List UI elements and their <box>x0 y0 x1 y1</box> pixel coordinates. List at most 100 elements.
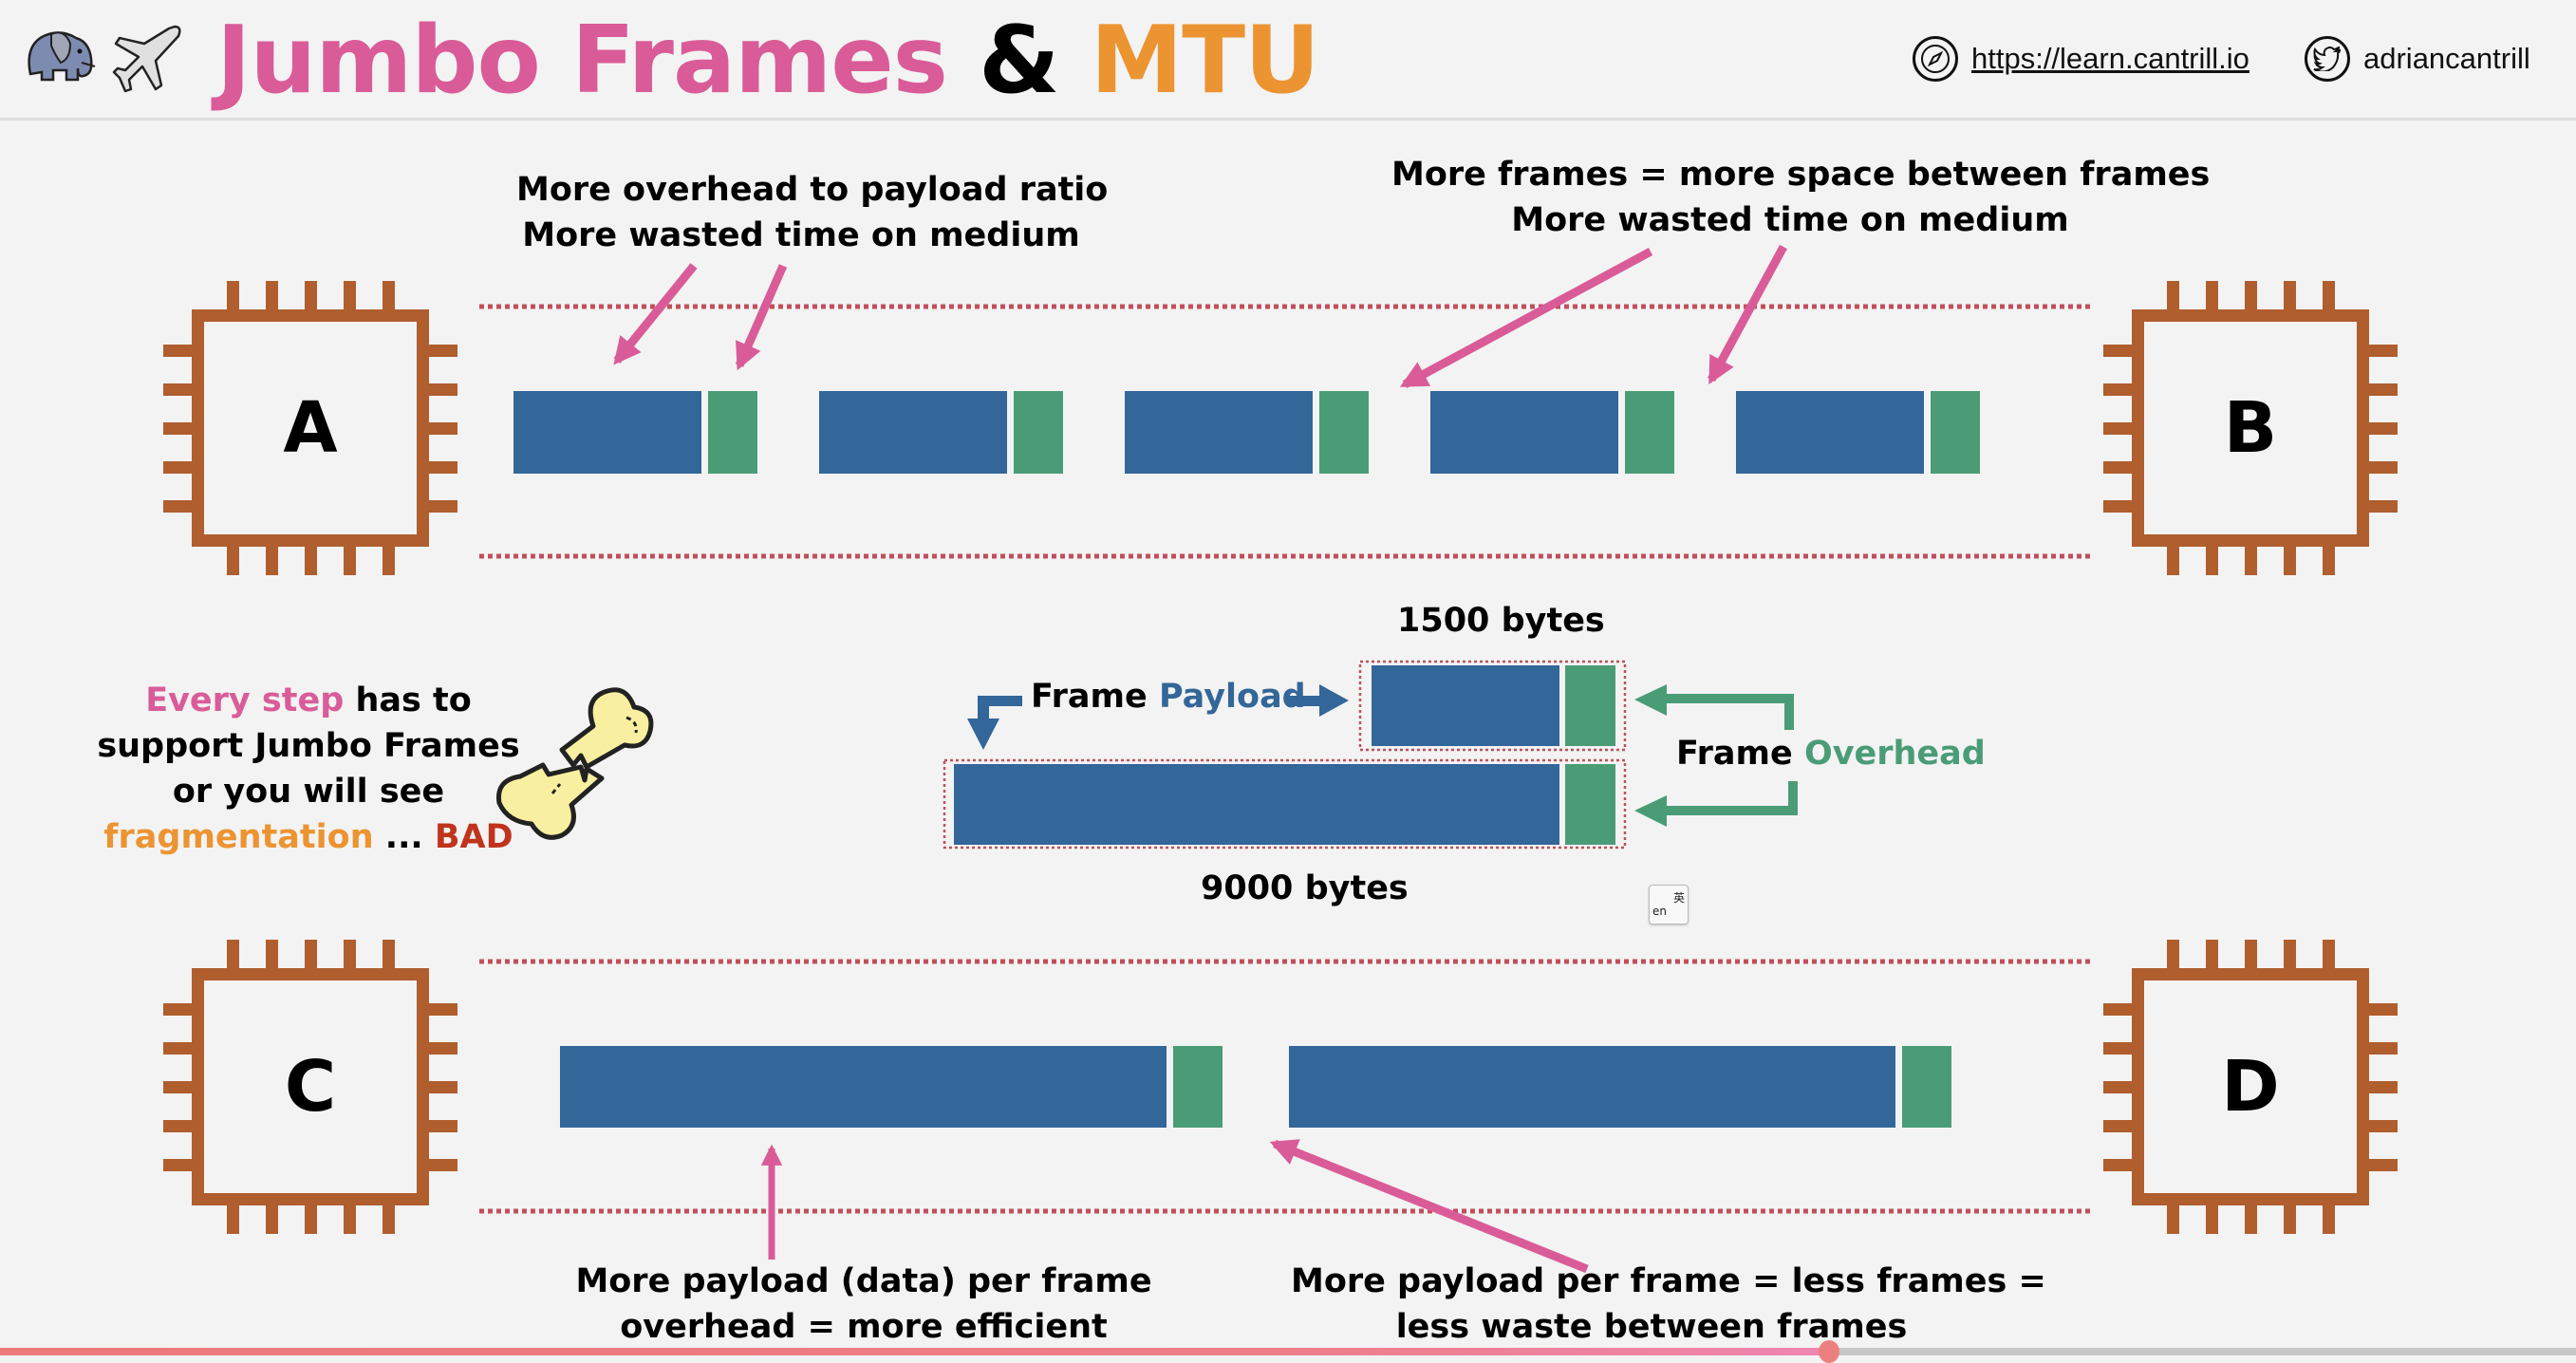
note-line: More wasted time on medium <box>1511 201 2069 239</box>
chip-pin <box>266 281 278 309</box>
twitter-handle[interactable]: adriancantrill <box>2363 42 2530 75</box>
video-progress-bar[interactable] <box>0 1340 2576 1363</box>
chip-pin <box>2284 547 2296 575</box>
arrow-to-gap-1 <box>1399 248 1653 388</box>
twitter-link[interactable]: adriancantrill <box>2305 32 2530 85</box>
small-frame-overhead <box>1565 665 1615 746</box>
chip-pin <box>266 547 278 575</box>
website-link[interactable]: https://learn.cantrill.io <box>1913 32 2249 85</box>
chip-pin <box>2206 940 2218 968</box>
chip-body <box>192 968 429 1205</box>
slide-title: Jumbo Frames & MTU <box>216 4 1320 118</box>
chip-pin <box>2323 1205 2335 1234</box>
warning-line-3: or you will see <box>172 773 445 811</box>
chip-pin <box>2103 345 2132 357</box>
chip-pin <box>163 1003 192 1016</box>
arrow-to-payload <box>613 263 698 365</box>
chip-pin <box>2369 500 2398 513</box>
chip-pin <box>429 461 457 474</box>
chip-pin <box>383 1205 395 1234</box>
translate-source-glyph: en <box>1652 905 1667 918</box>
chip-pin <box>305 547 317 575</box>
chip-pin <box>2369 1003 2398 1016</box>
chip-pin <box>429 345 457 357</box>
chip-pin <box>2167 547 2179 575</box>
chip-pin <box>429 383 457 396</box>
chip-pin <box>227 547 239 575</box>
note-line: More overhead to payload ratio <box>516 171 1109 209</box>
title-mtu: MTU <box>1090 7 1320 115</box>
chip-pin <box>429 422 457 435</box>
chip-pin <box>266 940 278 968</box>
warning-line-4: fragmentation ... BAD <box>95 814 522 860</box>
chip-body <box>2132 968 2369 1205</box>
title-ampersand: & <box>979 7 1059 115</box>
chip-pin <box>2284 281 2296 309</box>
broken-bone-icon <box>495 687 654 840</box>
chip-pin <box>163 1042 192 1055</box>
note-line: More payload (data) per frame <box>575 1262 1152 1300</box>
chip-pin <box>305 281 317 309</box>
frame-payload <box>1430 391 1618 474</box>
airplane-icon <box>112 23 184 95</box>
chip-pin <box>163 1120 192 1132</box>
note-line: More frames = more space between frames <box>1391 156 2211 194</box>
small-frame-size-label: 1500 bytes <box>1397 602 1605 640</box>
translate-icon[interactable]: 英 en <box>1649 885 1689 924</box>
bottom-right-note: More payload per frame = less frames = l… <box>1291 1259 2046 1350</box>
chip-pin <box>429 1042 457 1055</box>
chip-pin <box>2369 383 2398 396</box>
chip-pin <box>429 500 457 513</box>
chip-pin <box>227 281 239 309</box>
small-frame-outline <box>1358 660 1627 752</box>
frame-word: Frame <box>1031 678 1148 716</box>
chip-pin <box>163 500 192 513</box>
chip-pin <box>429 1120 457 1132</box>
chip-pin <box>2103 1120 2132 1132</box>
top-right-note: More frames = more space between frames … <box>1391 152 2211 243</box>
video-progress-fill <box>0 1348 1829 1355</box>
chip-pin <box>2103 1159 2132 1171</box>
fragmentation-highlight: fragmentation <box>103 818 374 856</box>
frame-payload <box>1125 391 1313 474</box>
chip-pin <box>344 1205 356 1234</box>
title-jumbo-frames: Jumbo Frames <box>216 7 948 115</box>
frame-payload <box>513 391 701 474</box>
chip-pin <box>2167 281 2179 309</box>
chip-pin <box>2103 422 2132 435</box>
chip-pin <box>163 383 192 396</box>
chip-pin <box>305 1205 317 1234</box>
frame-payload <box>560 1046 1167 1128</box>
chip-pin <box>163 461 192 474</box>
note-line: less waste between frames <box>1395 1308 1908 1346</box>
bottom-left-note: More payload (data) per frame overhead =… <box>569 1259 1158 1350</box>
chip-pin <box>2323 940 2335 968</box>
website-url[interactable]: https://learn.cantrill.io <box>1971 42 2249 75</box>
every-step-highlight: Every step <box>145 682 345 719</box>
chip-a-icon <box>163 281 457 575</box>
payload-arrow-left <box>967 696 1022 750</box>
chip-pin <box>2369 1159 2398 1171</box>
chip-pin <box>344 281 356 309</box>
payload-arrow-right <box>1288 684 1349 717</box>
chip-b-label: B <box>2223 387 2278 469</box>
chip-pin <box>2103 383 2132 396</box>
chip-pin <box>2369 422 2398 435</box>
chip-pin <box>2206 547 2218 575</box>
chip-pin <box>344 547 356 575</box>
warning-text: has to <box>344 682 472 719</box>
chip-a-label: A <box>283 387 338 469</box>
chip-pin <box>2284 940 2296 968</box>
chip-pin <box>163 345 192 357</box>
frame-payload <box>819 391 1007 474</box>
video-progress-handle[interactable] <box>1818 1340 1839 1363</box>
chip-pin <box>2167 940 2179 968</box>
chip-body <box>192 309 429 547</box>
chip-pin <box>2369 461 2398 474</box>
chip-pin <box>2103 1003 2132 1016</box>
chip-pin <box>2323 547 2335 575</box>
elephant-icon <box>23 27 103 87</box>
note-line: More wasted time on medium <box>522 216 1080 254</box>
overhead-word: Overhead <box>1803 735 1986 773</box>
